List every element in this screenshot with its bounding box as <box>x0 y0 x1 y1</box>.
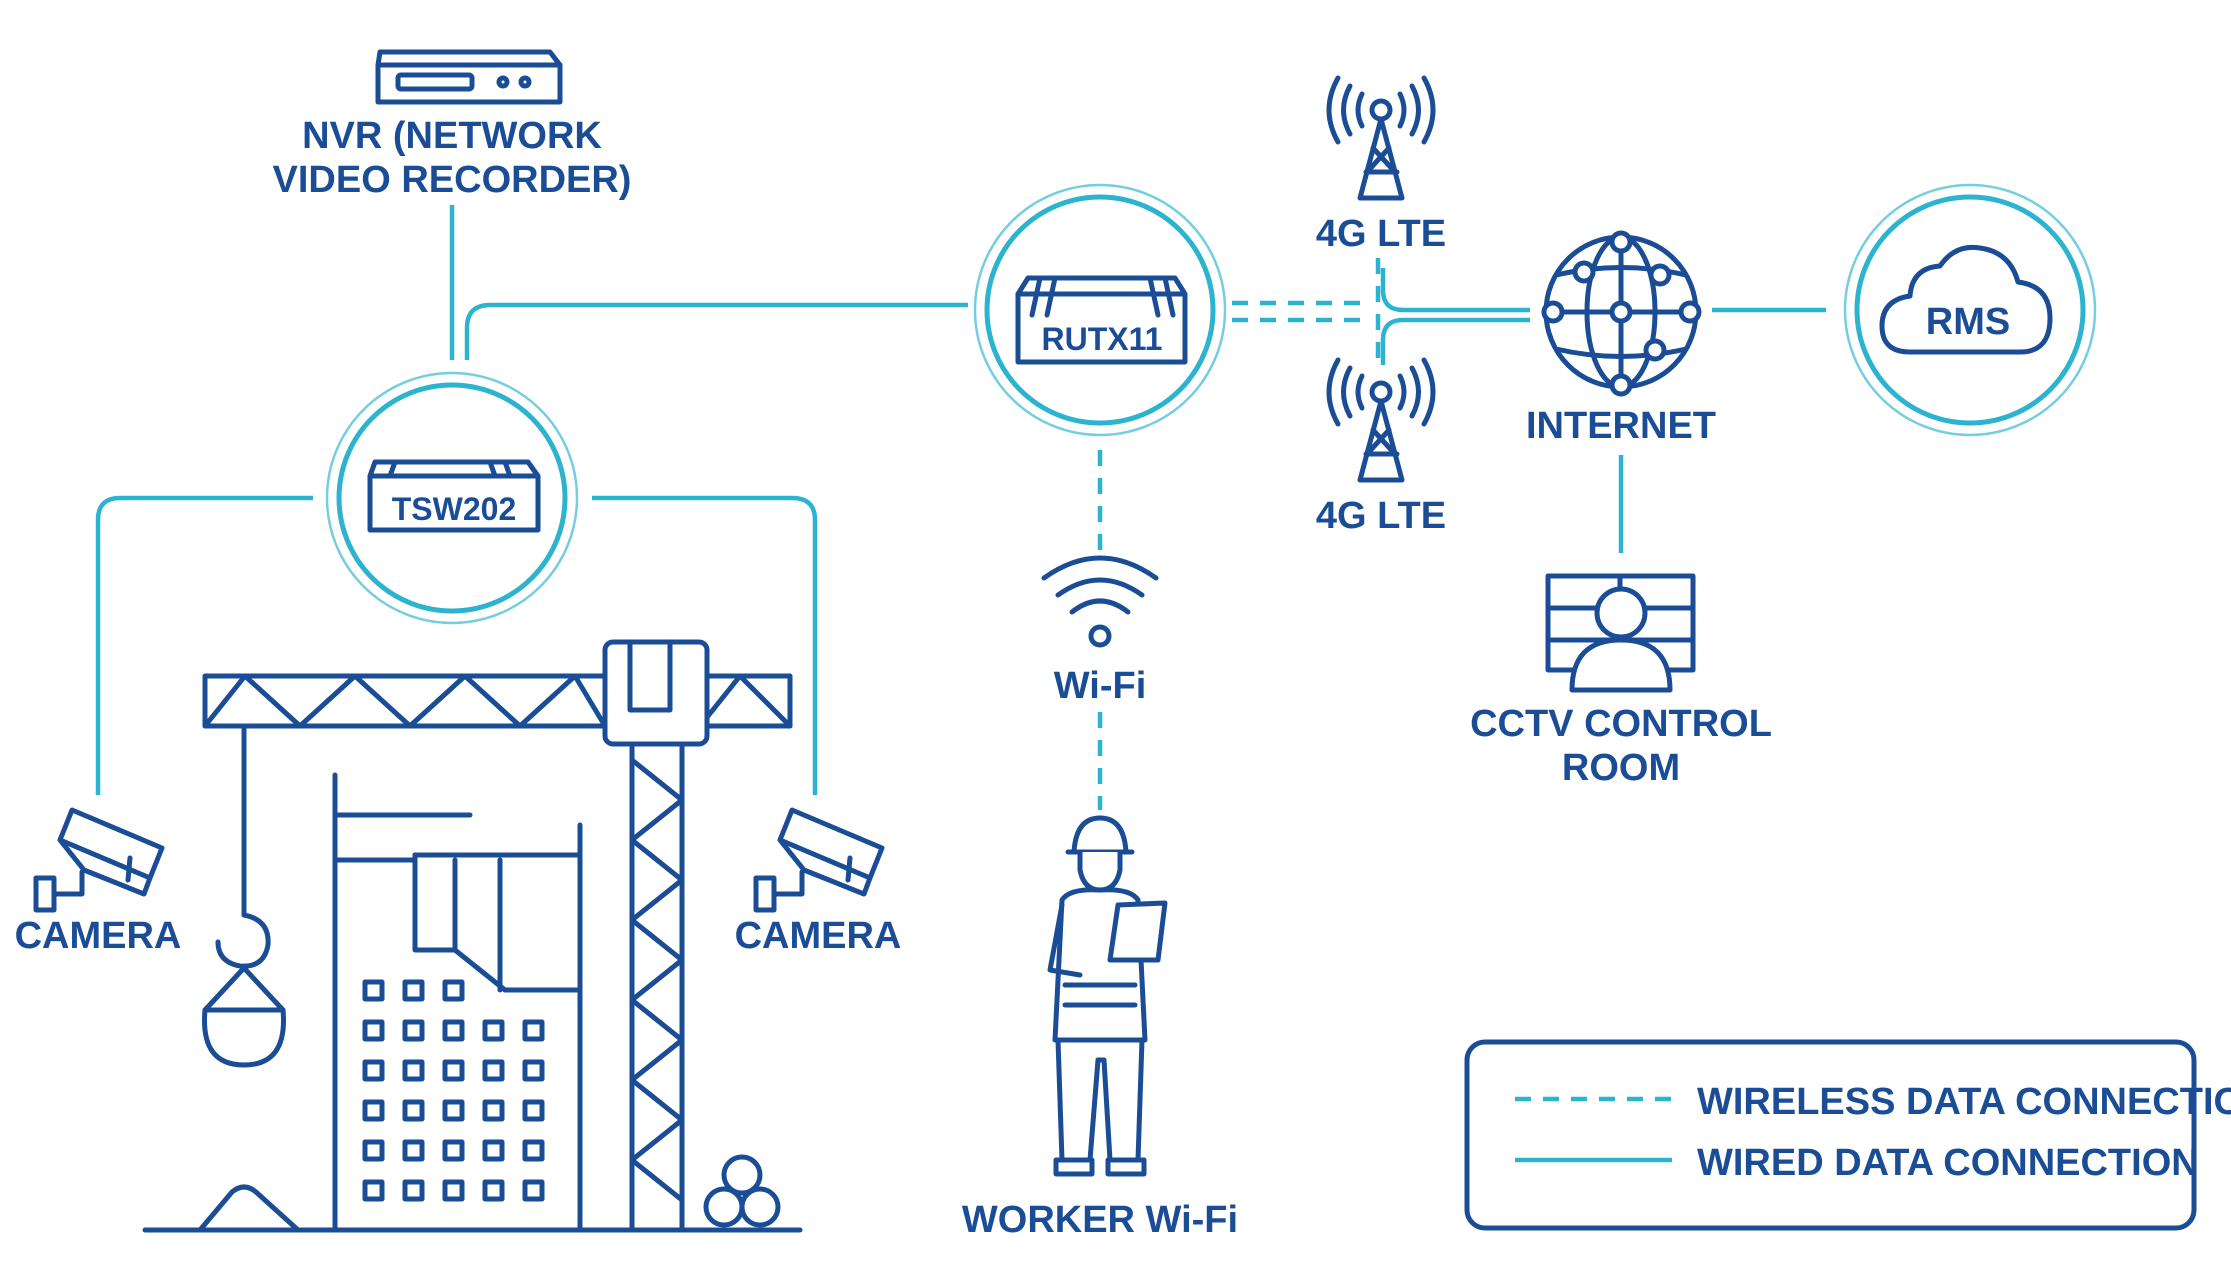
wifi-icon <box>1041 555 1159 648</box>
globe-network-icon <box>1541 230 1702 397</box>
control-room-icon <box>1545 573 1696 693</box>
tower-bottom-node: 4G LTE <box>1316 357 1446 537</box>
cctv-camera-icon <box>753 807 885 913</box>
worker-icon <box>1047 815 1168 1177</box>
worker-node: WORKER Wi-Fi <box>962 815 1238 1241</box>
camera-right-node: CAMERA <box>735 807 902 957</box>
rms-label: RMS <box>1926 301 2010 343</box>
cctv-label-line2: ROOM <box>1562 747 1680 789</box>
tower-top-node: 4G LTE <box>1316 75 1446 255</box>
camera-right-label: CAMERA <box>735 915 902 957</box>
rutx11-label: RUTX11 <box>1042 321 1163 357</box>
rutx11-node: RUTX11 <box>973 183 1227 437</box>
building-windows <box>362 979 545 1202</box>
nvr-device-icon <box>375 49 563 105</box>
tower-top-label: 4G LTE <box>1316 213 1446 255</box>
internet-node: INTERNET <box>1526 230 1716 447</box>
wired-link-tower-top-internet <box>1380 268 1530 313</box>
camera-left-label: CAMERA <box>15 915 182 957</box>
construction-crane-icon <box>142 639 803 1233</box>
nvr-label-line2: VIDEO RECORDER) <box>273 159 632 201</box>
tsw202-node: TSW202 <box>325 371 579 625</box>
internet-label: INTERNET <box>1526 405 1716 447</box>
worker-label: WORKER Wi-Fi <box>962 1199 1238 1241</box>
cloud-icon <box>1879 244 2053 355</box>
cctv-control-room-node: CCTV CONTROL ROOM <box>1470 573 1772 789</box>
tsw202-label: TSW202 <box>392 491 516 527</box>
wired-link-switch-router <box>464 302 968 360</box>
construction-site <box>142 639 803 1233</box>
legend-box <box>1464 1039 2197 1231</box>
legend: WIRELESS DATA CONNECTION WIRED DATA CONN… <box>1464 1039 2231 1231</box>
connections <box>95 205 1826 810</box>
legend-wired-label: WIRED DATA CONNECTION <box>1697 1142 2199 1184</box>
cell-tower-icon <box>1326 75 1436 201</box>
camera-left-node: CAMERA <box>15 807 182 957</box>
legend-wireless-label: WIRELESS DATA CONNECTION <box>1697 1081 2231 1123</box>
nvr-node: NVR (NETWORK VIDEO RECORDER) <box>273 49 632 201</box>
cctv-label-line1: CCTV CONTROL <box>1470 703 1772 745</box>
cctv-camera-icon <box>33 807 165 913</box>
wifi-label: Wi-Fi <box>1054 665 1147 707</box>
wired-link-tower-bottom-internet <box>1380 317 1530 365</box>
cell-tower-icon <box>1326 357 1436 483</box>
wired-link-switch-camera-right <box>592 495 818 795</box>
rms-node: RMS <box>1843 183 2097 437</box>
wired-link-switch-camera-left <box>95 495 313 795</box>
nvr-label-line1: NVR (NETWORK <box>302 115 602 157</box>
switch-device-icon <box>367 459 541 533</box>
router-device-icon <box>1015 275 1188 365</box>
wifi-node: Wi-Fi <box>1041 555 1159 707</box>
tower-bottom-label: 4G LTE <box>1316 495 1446 537</box>
